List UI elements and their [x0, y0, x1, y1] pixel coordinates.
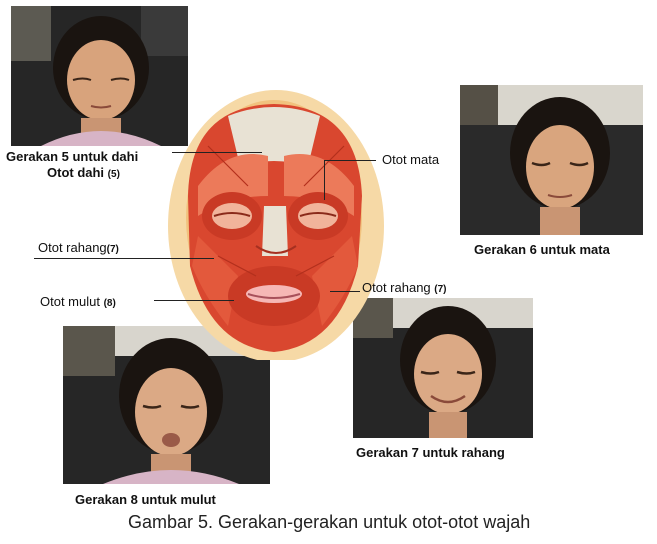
figure-caption: Gambar 5. Gerakan-gerakan untuk otot-oto… — [128, 512, 530, 533]
caption-gerakan-7: Gerakan 7 untuk rahang — [356, 445, 505, 460]
label-otot-dahi-num: (5) — [108, 169, 120, 180]
label-otot-rahang-right-num: (7) — [434, 284, 446, 295]
caption-gerakan-6: Gerakan 6 untuk mata — [474, 242, 610, 257]
label-otot-rahang-left: Otot rahang(7) — [38, 240, 119, 255]
label-otot-rahang-left-num: (7) — [107, 244, 119, 255]
leader-line-mata-vertical — [324, 160, 325, 200]
label-otot-dahi-text: Otot dahi — [47, 165, 104, 180]
leader-line-mulut — [154, 300, 234, 301]
caption-gerakan-5: Gerakan 5 untuk dahi — [6, 149, 138, 164]
label-otot-mulut-num: (8) — [104, 298, 116, 309]
photo-gerakan-5 — [11, 6, 188, 146]
label-otot-rahang-right-text: Otot rahang — [362, 280, 431, 295]
label-otot-dahi: Otot dahi (5) — [47, 165, 120, 180]
label-otot-mulut-text: Otot mulut — [40, 294, 100, 309]
label-otot-mata: Otot mata — [382, 152, 439, 167]
label-otot-rahang-left-text: Otot rahang — [38, 240, 107, 255]
leader-line-rahang-left — [34, 258, 214, 259]
photo-gerakan-6 — [460, 85, 643, 235]
leader-line-rahang-right — [330, 291, 360, 292]
label-otot-mulut: Otot mulut (8) — [40, 294, 116, 309]
facial-muscle-illustration — [168, 86, 390, 360]
caption-gerakan-8: Gerakan 8 untuk mulut — [75, 492, 216, 507]
leader-line-mata — [324, 160, 376, 161]
label-otot-rahang-right: Otot rahang (7) — [362, 280, 447, 295]
leader-line-dahi — [172, 152, 262, 153]
